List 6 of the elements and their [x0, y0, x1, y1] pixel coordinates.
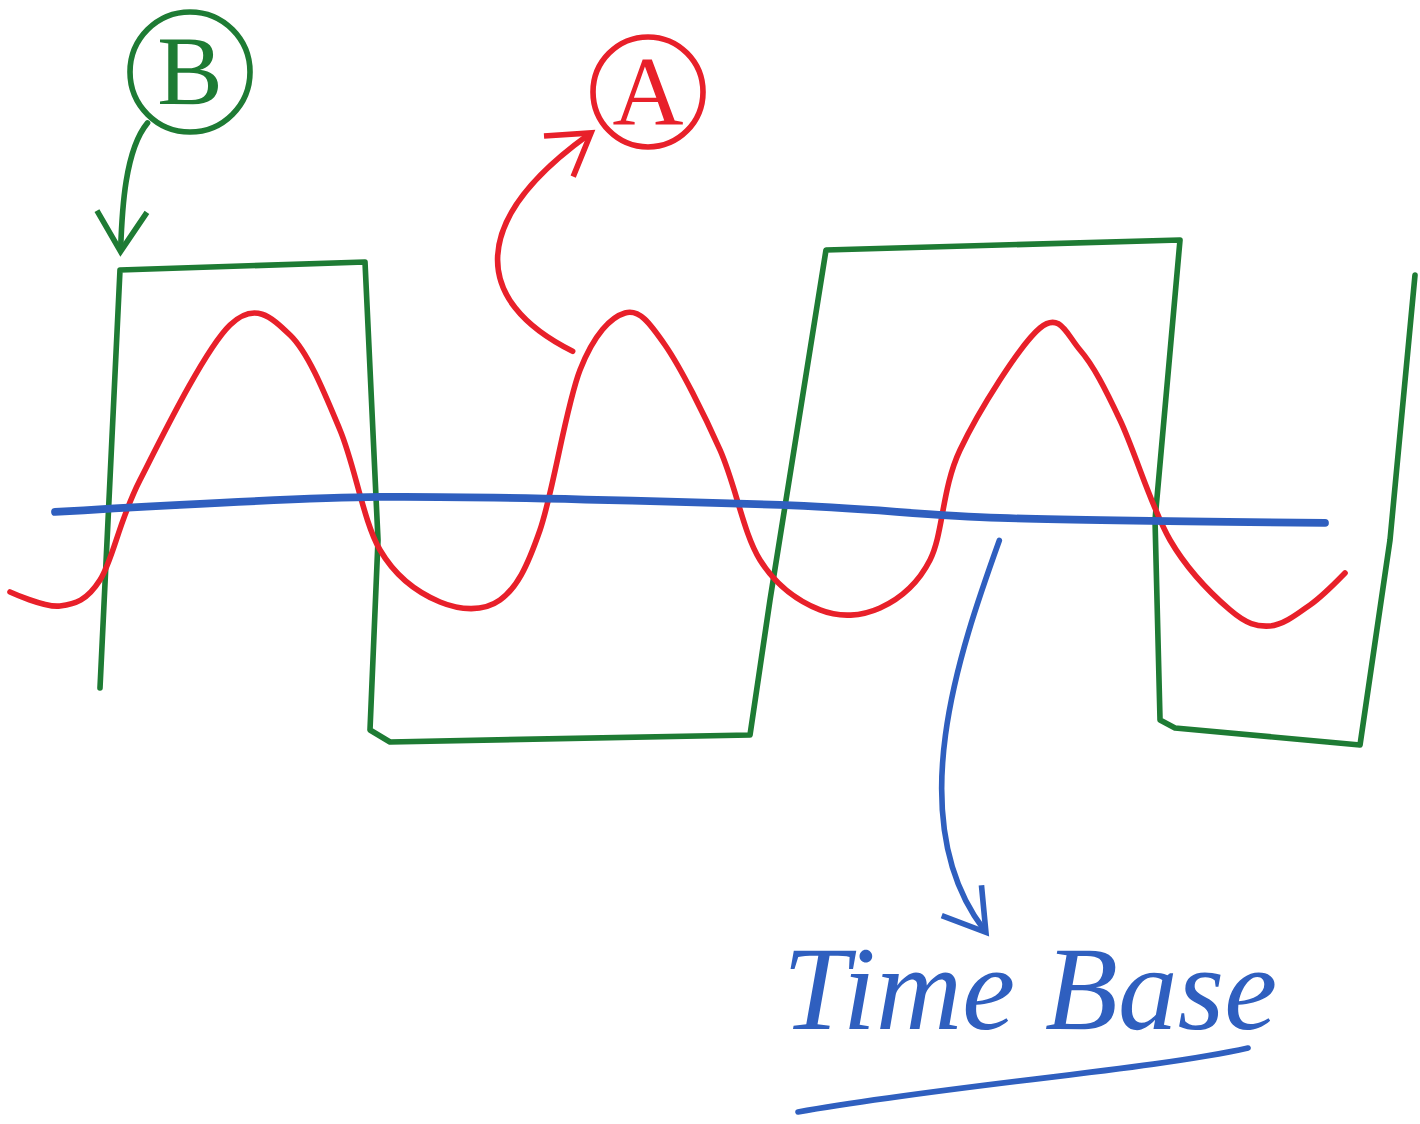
sine-wave [7, 309, 1348, 629]
leader-arrow [939, 537, 1003, 937]
leader-arrow [94, 120, 151, 257]
leader-arrow [494, 129, 596, 355]
square-wave [97, 237, 1418, 748]
underlined-label: Time Base [790, 949, 1275, 1115]
